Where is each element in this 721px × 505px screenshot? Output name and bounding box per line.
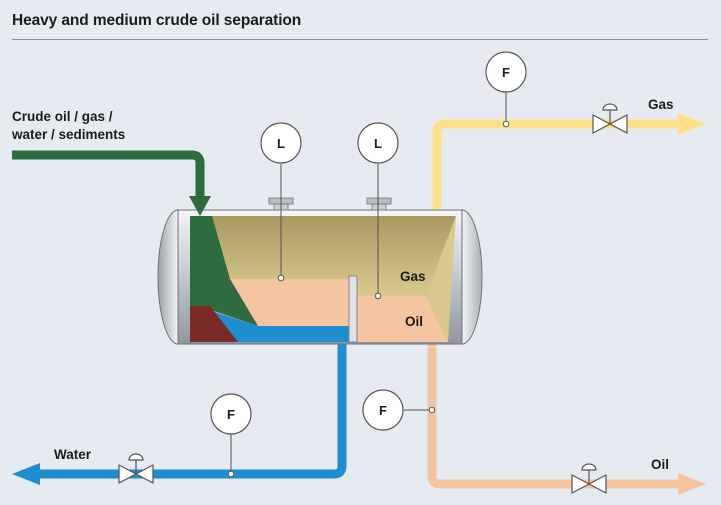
weir-plate xyxy=(348,275,358,343)
inlet-label-line-1: Crude oil / gas / xyxy=(12,109,113,124)
oil-outlet-pipe xyxy=(427,344,706,495)
flow-oil-tag: F xyxy=(379,403,387,418)
sediment-fill xyxy=(190,306,238,342)
separator-vessel xyxy=(157,197,483,345)
flow-gas-tag: F xyxy=(502,65,510,80)
water-control-valve[interactable] xyxy=(118,453,154,484)
water-outlet-pipe xyxy=(12,344,347,485)
oil-flow-meter[interactable]: F xyxy=(362,389,436,431)
level-transmitter-1[interactable]: L xyxy=(260,122,302,282)
water-outlet-label: Water xyxy=(54,447,92,462)
gas-flow-meter[interactable]: F xyxy=(485,51,527,128)
level-transmitter-2[interactable]: L xyxy=(357,122,399,300)
level-2-tag: L xyxy=(374,136,382,151)
gas-outlet-label: Gas xyxy=(648,97,674,112)
level-1-tag: L xyxy=(277,136,285,151)
gas-zone-label: Gas xyxy=(400,269,426,284)
gas-control-valve[interactable] xyxy=(592,103,628,134)
flow-water-tag: F xyxy=(227,407,235,422)
gas-zone-fill xyxy=(190,216,456,296)
oil-zone-label: Oil xyxy=(405,314,423,329)
gas-outlet-pipe xyxy=(432,113,706,212)
crude-inlet-pipe xyxy=(12,150,211,216)
oil-zone-fill xyxy=(230,279,448,342)
crude-inflow-fill xyxy=(190,216,258,326)
page-title: Heavy and medium crude oil separation xyxy=(12,12,302,29)
water-zone-fill xyxy=(195,306,350,342)
title-divider xyxy=(12,39,708,40)
oil-control-valve[interactable] xyxy=(571,463,607,494)
water-flow-meter[interactable]: F xyxy=(210,393,252,478)
oil-outlet-label: Oil xyxy=(651,457,669,472)
inlet-label-line-2: water / sediments xyxy=(11,127,125,142)
